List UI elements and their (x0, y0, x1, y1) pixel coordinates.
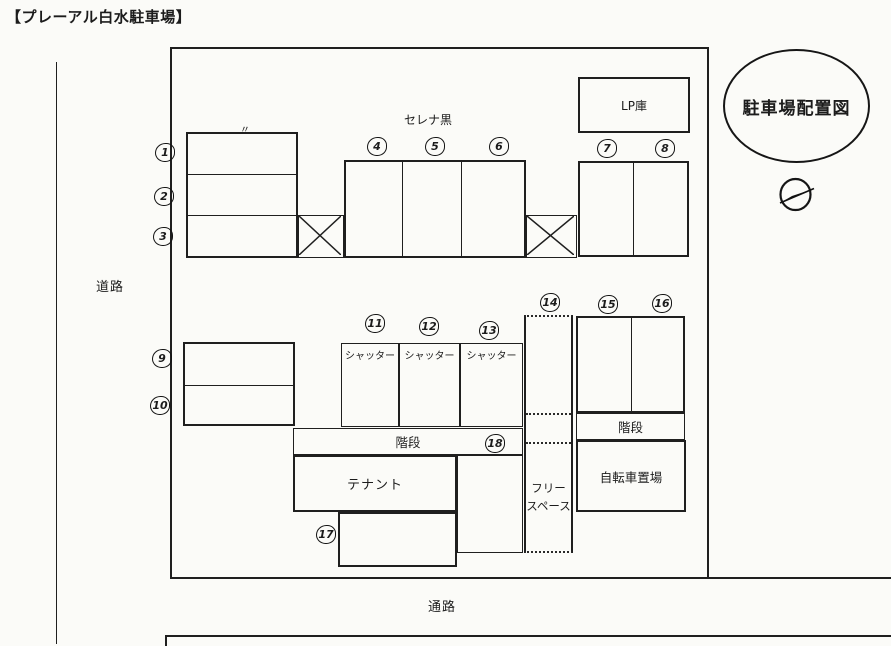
free-space-line1: フリー (531, 481, 566, 496)
space-number-7: 7 (597, 139, 617, 158)
dotted-divider-free-space (526, 442, 571, 444)
x-mark-icon (299, 216, 341, 255)
bicycle-parking-label: 自転車置場 (599, 469, 663, 485)
space-number-18: 18 (485, 434, 505, 453)
parking-block-15-16 (576, 316, 685, 413)
space-number-6: 6 (489, 137, 509, 156)
legend-oval: 駐車場配置図 (723, 49, 870, 163)
divider-4-5 (402, 160, 403, 258)
tenant-box: テナント (293, 455, 457, 512)
car-note-label: セレナ黒 (403, 113, 452, 127)
stairs-label: 階段 (617, 420, 643, 435)
stairs-label: 階段 (395, 435, 421, 450)
road-boundary-line (56, 62, 57, 644)
space-number-17: 17 (316, 525, 336, 544)
site-boundary (170, 47, 709, 579)
shutter-label: シャッター (466, 351, 517, 362)
dotted-divider-14 (526, 413, 571, 415)
stairs-right: 階段 (576, 413, 685, 440)
stairs-left: 階段 (293, 428, 523, 455)
parking-block-4-6 (344, 160, 526, 258)
parking-block-1-3 (186, 132, 298, 258)
divider-2-3 (186, 215, 298, 216)
shutter-garage-11: シャッター (341, 343, 399, 427)
space-number-9: 9 (152, 349, 172, 368)
free-space-label: フリー スペース (526, 444, 571, 551)
aisle-label: 通路 (428, 600, 457, 615)
unlabeled-bay (457, 455, 523, 553)
parking-block-9-10 (183, 342, 295, 426)
legend-oval-label: 駐車場配置図 (742, 98, 851, 119)
space-number-1: 1 (155, 143, 175, 162)
space-number-11: 11 (365, 314, 385, 333)
space-number-4: 4 (367, 137, 387, 156)
space-number-3: 3 (153, 227, 173, 246)
space-number-12: 12 (419, 317, 439, 336)
page-title: 【プレーアル白水駐車場】 (6, 8, 192, 26)
space-number-15: 15 (598, 295, 618, 314)
divider-1-2 (186, 174, 298, 175)
shutter-garage-13: シャッター (460, 343, 523, 427)
x-mark-icon (527, 216, 574, 255)
tenant-label: テナント (346, 478, 403, 493)
divider-5-6 (461, 160, 462, 258)
ditto-mark: 〃 (240, 125, 250, 136)
lower-building-outline (165, 635, 891, 646)
divider-15-16 (631, 316, 632, 413)
free-space-line2: スペース (526, 498, 571, 513)
divider-9-10 (183, 385, 295, 386)
shutter-label: シャッター (345, 351, 395, 362)
space-number-13: 13 (479, 321, 499, 340)
bicycle-parking-box: 自転車置場 (576, 440, 686, 512)
lp-storage-label: LP庫 (621, 98, 647, 113)
compass-icon (777, 176, 817, 213)
lp-storage-box: LP庫 (578, 77, 690, 133)
space-number-14: 14 (540, 293, 560, 312)
shutter-label: シャッター (404, 351, 455, 362)
space-number-8: 8 (655, 139, 675, 158)
space-number-16: 16 (652, 294, 672, 313)
road-label: 道路 (96, 280, 125, 295)
space-14-free-space-column: フリー スペース (524, 315, 573, 553)
crossed-out-cell-right (526, 215, 577, 258)
space-number-10: 10 (150, 396, 170, 415)
parking-space-17-box (338, 512, 457, 567)
space-number-2: 2 (154, 187, 174, 206)
shutter-garage-12: シャッター (399, 343, 460, 427)
crossed-out-cell-left (298, 215, 344, 258)
space-number-5: 5 (425, 137, 445, 156)
divider-7-8 (633, 161, 634, 257)
site-bottom-extension-line (709, 577, 891, 579)
